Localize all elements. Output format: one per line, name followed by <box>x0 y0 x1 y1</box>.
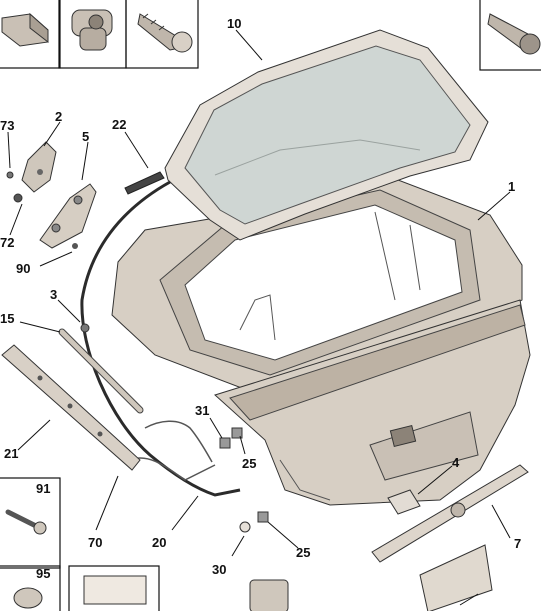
callout-70: 70 <box>88 535 103 550</box>
side-trim <box>1 344 141 471</box>
callout-25-upper: 25 <box>242 456 257 471</box>
callout-5: 5 <box>82 129 90 144</box>
wiring-harness <box>129 420 216 481</box>
callout-73: 73 <box>0 118 15 133</box>
callout-20: 20 <box>152 535 167 550</box>
trim-bar <box>371 464 529 563</box>
callout-22: 22 <box>112 117 127 132</box>
callout-15: 15 <box>0 311 15 326</box>
callout-10: 10 <box>227 16 242 31</box>
callout-7: 7 <box>514 536 522 551</box>
callout-25-lower: 25 <box>296 545 311 560</box>
bracket-part <box>39 183 97 249</box>
grommet-part-icon <box>71 9 113 51</box>
callout-90: 90 <box>16 261 31 276</box>
push-rivet-part-icon <box>137 13 193 53</box>
small-fasteners <box>219 427 269 533</box>
callout-91: 91 <box>36 481 51 496</box>
bolt-part-icon <box>487 13 541 55</box>
gas-strut <box>58 323 144 414</box>
hinge-part <box>6 141 57 203</box>
inset-boxes-bottom <box>0 477 289 611</box>
callout-1: 1 <box>508 179 516 194</box>
callout-4: 4 <box>452 455 460 470</box>
emblem-part <box>387 489 421 515</box>
callout-21: 21 <box>4 446 19 461</box>
callout-72: 72 <box>0 235 15 250</box>
clip-part-icon <box>1 12 49 47</box>
tailgate-body <box>111 174 531 506</box>
callout-30: 30 <box>212 562 227 577</box>
callout-95: 95 <box>36 566 51 581</box>
callout-31: 31 <box>195 403 210 418</box>
leader-lines <box>7 29 511 606</box>
callout-3: 3 <box>50 287 58 302</box>
callout-2: 2 <box>55 109 63 124</box>
rear-glass <box>164 29 489 241</box>
plate-bracket <box>419 544 493 611</box>
inset-boxes-top <box>0 0 541 71</box>
